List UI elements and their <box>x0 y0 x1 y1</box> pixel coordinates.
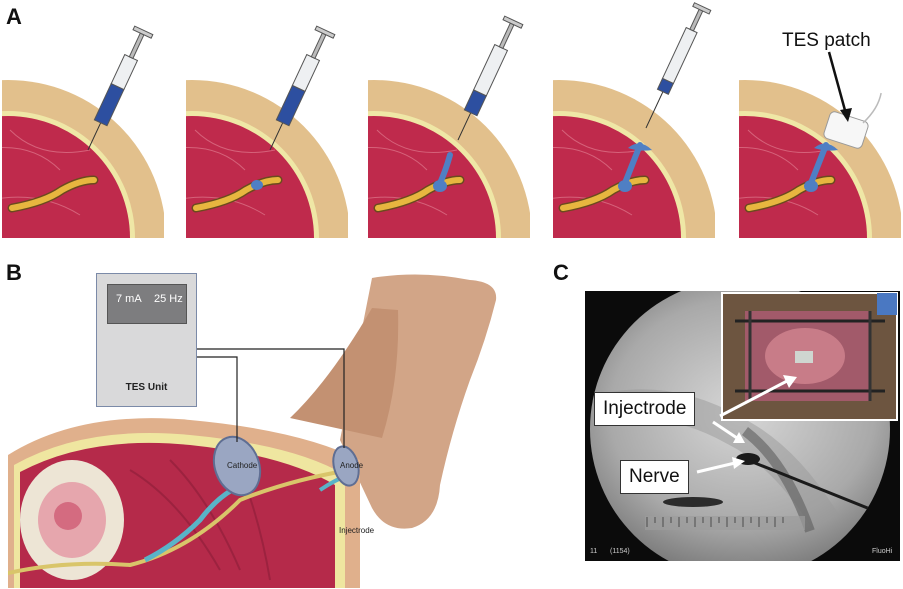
step-2-syringe <box>269 25 336 151</box>
panel-label-a: A <box>6 4 22 29</box>
anode-wire <box>195 348 345 448</box>
panel-a-illustration <box>2 2 901 238</box>
injectrode-label-b: Injectrode <box>339 526 375 535</box>
arrow-to-nerve <box>696 461 736 474</box>
step-4-syringe <box>645 2 712 129</box>
tes-current: 7 mA <box>116 293 142 305</box>
mode-readout: FluoHi <box>872 548 893 555</box>
panel-label-b: B <box>6 260 22 285</box>
nerve-label: Nerve <box>620 460 689 494</box>
step-1-syringe <box>87 25 154 151</box>
frame-count-readout: (1154) <box>610 548 630 555</box>
cathode-wire <box>195 356 238 442</box>
tes-unit: 7 mA 25 Hz TES Unit <box>96 273 197 407</box>
tes-patch <box>823 92 882 149</box>
panel-b-illustration <box>8 274 497 588</box>
step-1-cross-section <box>2 80 164 238</box>
tes-display: 7 mA 25 Hz <box>107 284 187 324</box>
nerve <box>8 468 351 576</box>
cathode-electrode <box>212 435 262 497</box>
anode-label: Anode <box>340 461 364 470</box>
step-2-cross-section <box>186 80 348 238</box>
anode-electrode <box>332 445 360 487</box>
arrow-to-inset <box>719 379 788 418</box>
cathode-label: Cathode <box>227 461 258 470</box>
step-3-cross-section <box>368 80 530 238</box>
tes-unit-title: TES Unit <box>125 382 168 393</box>
scale-ruler <box>646 517 784 527</box>
step-4-cross-section <box>553 80 715 238</box>
injectrode-label-c: Injectrode <box>594 392 696 426</box>
tes-patch-label: TES patch <box>782 30 871 51</box>
step-5-cross-section <box>739 80 901 238</box>
injectrode-lead <box>143 487 234 563</box>
panel-c-fluoroscopy <box>585 291 900 561</box>
panel-label-c: C <box>553 260 569 285</box>
tes-frequency: 25 Hz <box>154 293 183 305</box>
step-3-syringe <box>457 15 524 141</box>
arrow-to-injectrode <box>712 420 738 440</box>
tes-patch-arrow <box>827 51 848 115</box>
frame-left-readout: 11 <box>590 548 598 555</box>
